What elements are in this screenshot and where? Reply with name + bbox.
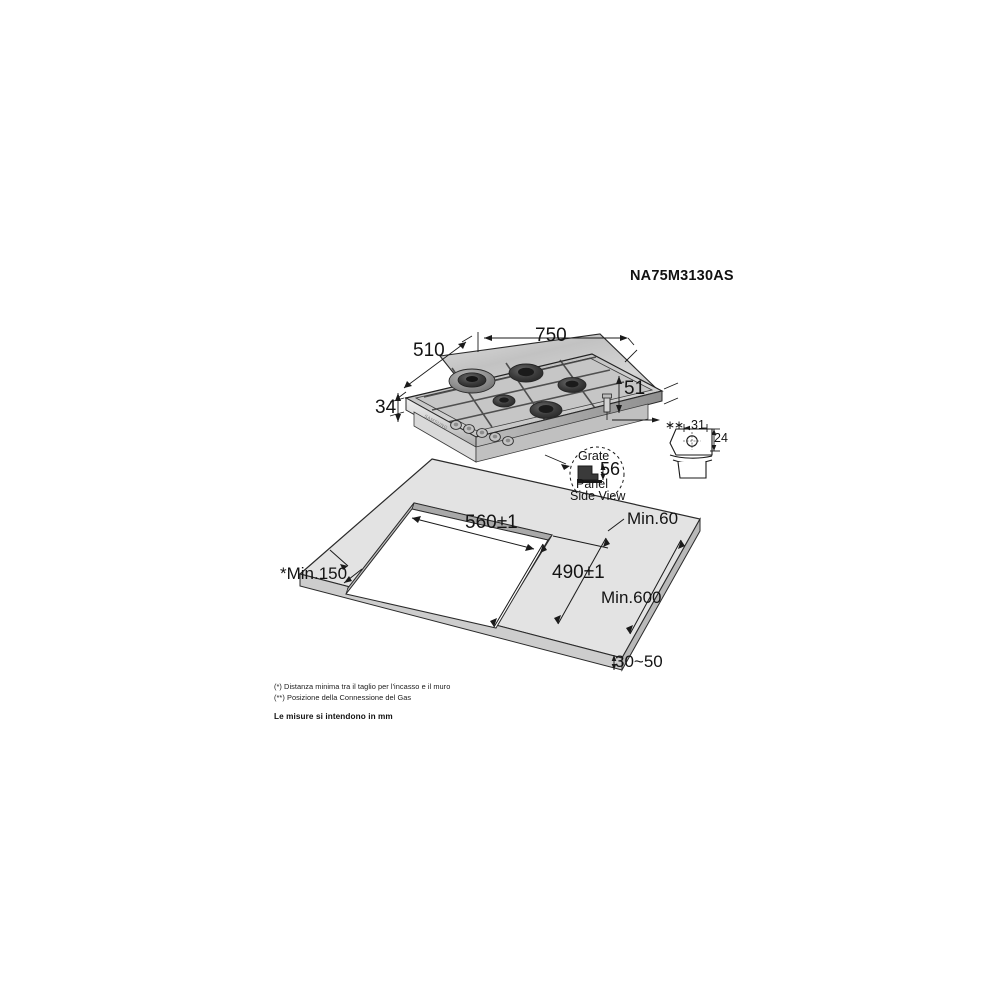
gas-connection-detail (612, 417, 720, 479)
hob-chassis-front (475, 403, 649, 463)
dimension-label-hob-height: 51 (624, 378, 646, 399)
dimension-label-grate-height: 56 (600, 459, 621, 479)
dimension-label-cutout-depth: 490±1 (552, 562, 605, 583)
hob-dimension-lines (389, 332, 679, 422)
dimension-label-hob-depth: 510 (413, 340, 445, 361)
grate-panel-detail-callout (544, 446, 625, 502)
dimension-label-gas-horizontal: 31 (691, 418, 705, 432)
dimension-label-cutout-width: 560±1 (465, 512, 518, 533)
control-knob[interactable] (502, 436, 514, 446)
countertop-unit (298, 458, 701, 672)
page-title: NA75M3130AS (630, 268, 734, 284)
dimension-label-min-rear-edge: Min.60 (627, 509, 679, 528)
dimension-label-gas-vertical: 24 (714, 431, 728, 445)
control-knob[interactable] (476, 428, 488, 438)
panel-section-glyph (578, 480, 602, 483)
dimension-label-hob-rim-height: 34 (375, 397, 397, 418)
control-knob-row (450, 420, 514, 446)
countertop-dimension-lines (329, 516, 685, 670)
detail-label-side-view: Side View (570, 489, 626, 503)
gas-connection-marker: ∗∗ (665, 418, 684, 432)
dimension-label-hob-width: 750 (535, 325, 567, 346)
cutout-opening-face (345, 508, 549, 629)
dimension-label-min-wall-distance: *Min.150 (280, 564, 348, 583)
detail-label-panel: Panel (576, 477, 608, 491)
footnotes-block: (*) Distanza minima tra il taglio per l'… (274, 681, 450, 704)
hob-right-side-face (475, 390, 663, 450)
dimension-label-thickness: 30~50 (615, 652, 663, 671)
control-knob[interactable] (489, 432, 501, 442)
gas-hob-unit: SAMSUNG (404, 333, 664, 463)
dimension-label-min-depth: Min.600 (601, 588, 662, 607)
countertop-right-edge (621, 517, 701, 672)
units-note: Le misure si intendono in mm (274, 712, 393, 721)
burner-group (448, 363, 587, 419)
footnote-line-1: (*) Distanza minima tra il taglio per l'… (274, 682, 451, 691)
detail-label-grate: Grate (578, 449, 610, 463)
control-knob[interactable] (463, 424, 475, 434)
control-knob[interactable] (450, 420, 462, 430)
gas-connection-stub (602, 393, 612, 420)
footnote-line-2: (**) Posizione della Connessione del Gas (274, 693, 412, 703)
